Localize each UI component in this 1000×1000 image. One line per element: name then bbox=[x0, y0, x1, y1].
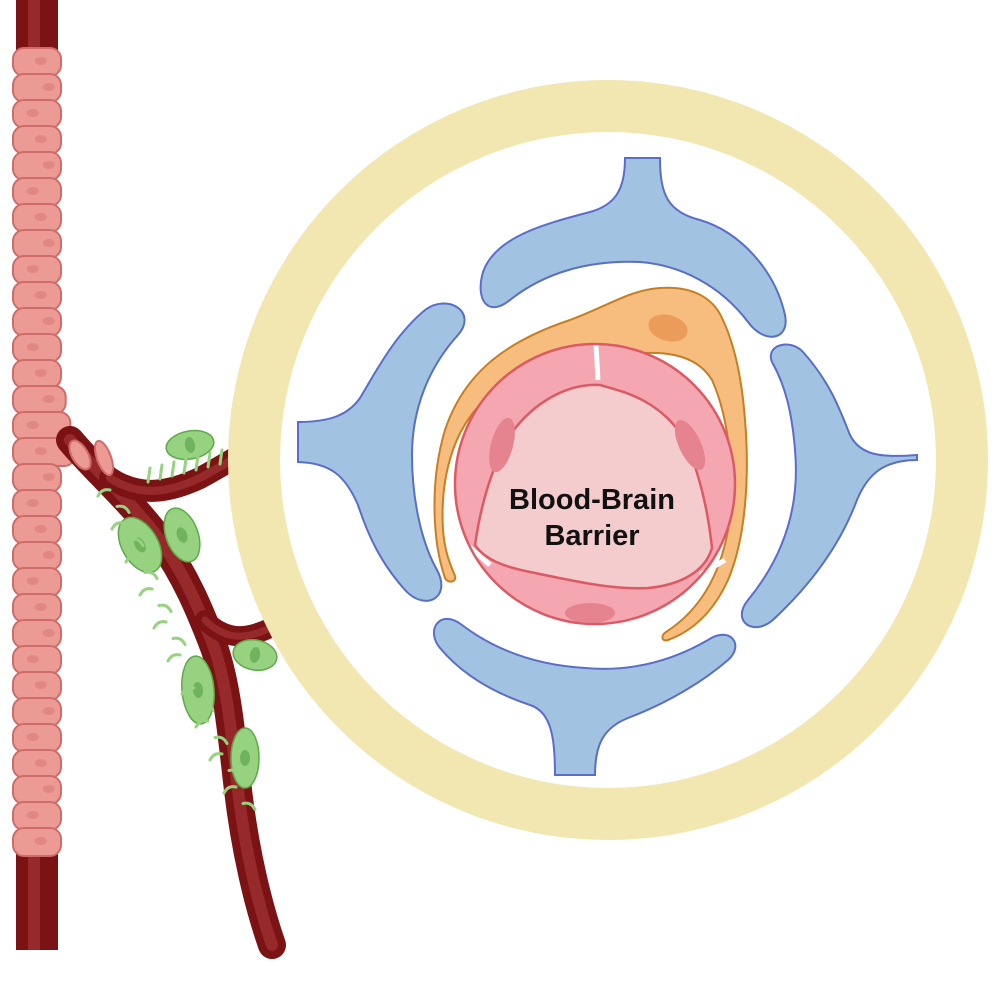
glial-cell-nucleus bbox=[176, 527, 188, 543]
glial-process bbox=[218, 448, 224, 466]
vessel-cell-nucleus bbox=[42, 317, 55, 325]
glial-cell-nucleus bbox=[240, 750, 250, 766]
endothelial-nucleus bbox=[674, 420, 706, 470]
glial-process bbox=[182, 457, 188, 475]
glial-cell-nucleus bbox=[134, 537, 146, 553]
glial-process bbox=[194, 719, 210, 729]
diagram-title-line1: Blood-Brain bbox=[509, 484, 675, 516]
glial-process bbox=[222, 785, 238, 795]
vessel-wall-cell bbox=[12, 385, 67, 415]
vessel-cell-nucleus bbox=[26, 343, 39, 351]
vessel-cell-nucleus bbox=[26, 265, 39, 273]
vessel-cell-nucleus bbox=[34, 447, 47, 455]
vessel-cell-nucleus bbox=[26, 655, 39, 663]
pericyte-nucleus bbox=[648, 314, 688, 342]
endothelial-nucleus bbox=[489, 417, 515, 473]
endothelial-junction bbox=[593, 344, 601, 381]
glial-process bbox=[115, 504, 131, 514]
vessel-wall-cells bbox=[12, 47, 77, 857]
vessel-cell-nucleus bbox=[42, 629, 55, 637]
glial-process bbox=[185, 669, 201, 679]
endothelial-cells bbox=[453, 342, 737, 626]
glial-process bbox=[143, 570, 159, 580]
endothelial-outline bbox=[453, 342, 737, 626]
glial-process bbox=[152, 620, 168, 630]
glial-process bbox=[241, 801, 257, 811]
vessel-cell-nucleus bbox=[26, 499, 39, 507]
vessel-cell-nucleus bbox=[42, 473, 55, 481]
vessel-junction-cuff bbox=[68, 439, 92, 471]
glial-process bbox=[213, 735, 229, 745]
capillary-branch bbox=[56, 426, 286, 959]
diagram-title-line2: Barrier bbox=[544, 520, 639, 552]
astrocyte-foot-bottom bbox=[433, 617, 737, 776]
large-blood-vessel bbox=[12, 0, 77, 950]
vessel-cell-nucleus bbox=[26, 577, 39, 585]
glial-process bbox=[227, 768, 243, 778]
vessel-cell-nucleus bbox=[34, 213, 47, 221]
glial-end-feet bbox=[96, 429, 278, 811]
vessel-cell-nucleus bbox=[42, 239, 55, 247]
glial-process bbox=[180, 686, 196, 696]
capillary-upper-branch-highlight bbox=[106, 451, 244, 495]
glial-process bbox=[158, 463, 164, 481]
vessel-cell-nucleus bbox=[26, 811, 39, 819]
glial-process bbox=[157, 603, 173, 613]
vessel-top-highlight bbox=[28, 0, 40, 50]
capillary-main-trunk-highlight bbox=[64, 434, 278, 951]
glial-process bbox=[138, 587, 154, 597]
vessel-cell-nucleus bbox=[34, 681, 47, 689]
glial-process bbox=[208, 752, 224, 762]
vessel-junction-cuff bbox=[93, 439, 115, 477]
vessel-cell-nucleus bbox=[26, 187, 39, 195]
vessel-cell-nucleus bbox=[42, 785, 55, 793]
vessel-cell-nucleus bbox=[34, 525, 47, 533]
vessel-cell-nucleus bbox=[34, 759, 47, 767]
glial-process bbox=[171, 636, 187, 646]
glial-cell-nucleus bbox=[192, 682, 204, 698]
glial-process bbox=[206, 451, 212, 469]
vessel-cell-nucleus bbox=[34, 837, 47, 845]
astrocyte-foot-top bbox=[479, 157, 787, 338]
astrocyte-end-feet bbox=[297, 157, 918, 776]
glial-process bbox=[170, 460, 176, 478]
vessel-cell-nucleus bbox=[42, 551, 55, 559]
glial-cell-nucleus bbox=[184, 437, 196, 453]
astrocyte-foot-left bbox=[297, 302, 466, 602]
capillary-lower-branch-highlight bbox=[201, 616, 274, 640]
vessel-cell-nucleus bbox=[34, 57, 47, 65]
vessel-cell-nucleus bbox=[42, 707, 55, 715]
vessel-cell-nucleus bbox=[34, 291, 47, 299]
vessel-cell-nucleus bbox=[26, 109, 39, 117]
glial-process bbox=[110, 521, 126, 531]
glial-process bbox=[146, 466, 152, 484]
vessel-cell-nucleus bbox=[34, 135, 47, 143]
vessel-cell-nucleus bbox=[42, 83, 55, 91]
vessel-cell-nucleus bbox=[26, 421, 39, 429]
glial-process bbox=[199, 702, 215, 712]
vessel-cell-nucleus bbox=[34, 369, 47, 377]
glial-process bbox=[124, 554, 140, 564]
glial-process bbox=[96, 488, 112, 498]
magnified-view: Blood-Brain Barrier bbox=[228, 80, 988, 840]
vessel-cell-nucleus bbox=[42, 161, 55, 169]
glial-cell-nucleus bbox=[249, 647, 261, 663]
glial-process bbox=[129, 537, 145, 547]
astrocyte-foot-right bbox=[740, 343, 918, 629]
glial-process bbox=[166, 653, 182, 663]
vessel-bottom-highlight bbox=[28, 840, 40, 950]
vessel-cell-nucleus bbox=[34, 603, 47, 611]
endothelial-nucleus bbox=[565, 603, 615, 623]
vessel-cell-nucleus bbox=[26, 733, 39, 741]
glial-process bbox=[194, 454, 200, 472]
vessel-cell-nucleus bbox=[42, 395, 55, 403]
